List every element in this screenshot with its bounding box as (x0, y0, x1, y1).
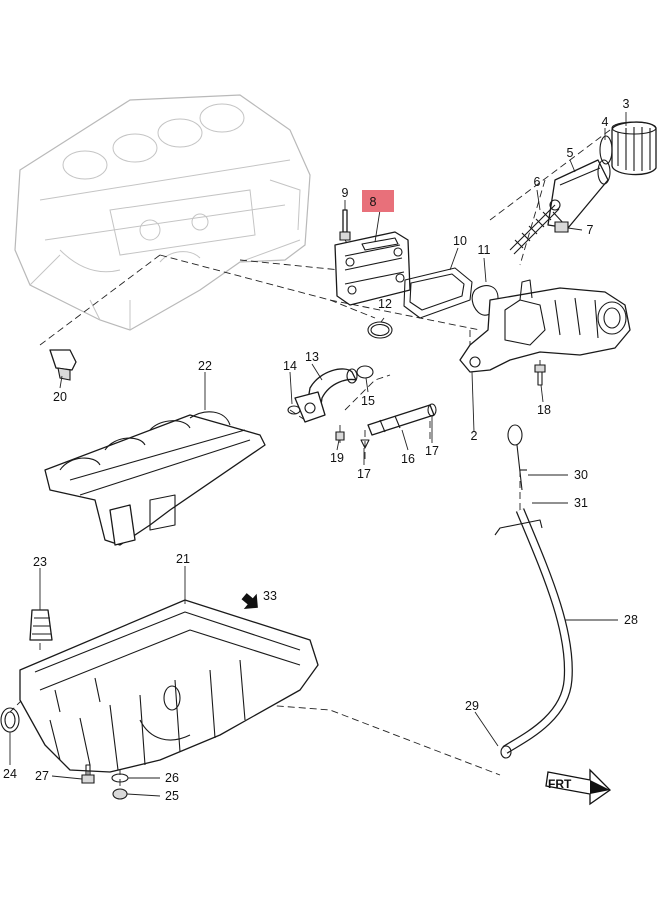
callout-20: 20 (53, 390, 67, 404)
highlight-box (362, 190, 394, 212)
oil-pan-part (19, 599, 319, 773)
pipe-seal-part (287, 405, 301, 415)
callout-8: 8 (370, 195, 377, 209)
callout-labels: 3 4 5 6 7 8 9 10 11 12 13 14 15 16 17 17… (3, 97, 638, 803)
direction-arrow-icon (241, 593, 258, 610)
bolt-part (534, 364, 546, 386)
callout-26: 26 (165, 771, 179, 785)
callout-18: 18 (537, 403, 551, 417)
callout-5: 5 (567, 146, 574, 160)
leader-lines (9, 112, 627, 797)
callout-33: 33 (263, 589, 277, 603)
bolt-part (81, 764, 95, 784)
drain-plug-part (29, 609, 53, 641)
clip-part (360, 439, 370, 449)
callout-29: 29 (465, 699, 479, 713)
drain-bolt-part (112, 788, 128, 800)
callout-15: 15 (361, 394, 375, 408)
callout-30: 30 (574, 468, 588, 482)
engine-block-illustration (14, 94, 311, 331)
callout-2: 2 (471, 429, 478, 443)
seal-inner (4, 711, 16, 729)
dipstick-part (507, 424, 527, 491)
callout-9: 9 (342, 186, 349, 200)
cap-o-ring-part (599, 135, 613, 165)
filter-cap-part (611, 121, 657, 176)
callout-17-a: 17 (425, 444, 439, 458)
sensor-part (49, 349, 77, 381)
callout-19: 19 (330, 451, 344, 465)
dipstick-tube-part (494, 508, 573, 759)
o-ring-inner (370, 323, 390, 337)
oil-cooler-part (334, 231, 411, 306)
oil-pipe-part (294, 368, 358, 423)
tube-part (367, 404, 435, 436)
callout-11: 11 (478, 243, 491, 257)
seal-ring-part (356, 365, 374, 379)
callout-25: 25 (165, 789, 179, 803)
callout-23: 23 (33, 555, 47, 569)
bolt-part (335, 431, 345, 441)
callout-28: 28 (624, 613, 638, 627)
callout-22: 22 (198, 359, 212, 373)
windage-tray-part (44, 411, 266, 546)
callout-17-b: 17 (357, 467, 371, 481)
callout-7: 7 (587, 223, 594, 237)
valve-spring-part (509, 199, 561, 255)
oil-filter-housing-part (459, 279, 631, 373)
o-ring-part (367, 321, 393, 339)
gasket-part (403, 267, 473, 319)
callout-10: 10 (453, 234, 467, 248)
callout-14: 14 (283, 359, 297, 373)
front-arrow-icon: FRT (545, 768, 612, 806)
callout-6: 6 (534, 175, 541, 189)
front-label: FRT (548, 777, 572, 791)
callout-27: 27 (35, 769, 49, 783)
bolt-part (339, 209, 351, 241)
callout-12: 12 (378, 297, 392, 311)
callout-21: 21 (176, 552, 190, 566)
callout-3: 3 (623, 97, 630, 111)
callout-16: 16 (401, 452, 415, 466)
callout-24: 24 (3, 767, 17, 781)
filter-element-part (547, 159, 611, 229)
fitting-part (554, 221, 569, 233)
callout-4: 4 (602, 115, 609, 129)
callout-13: 13 (305, 350, 319, 364)
callout-31: 31 (574, 496, 588, 510)
